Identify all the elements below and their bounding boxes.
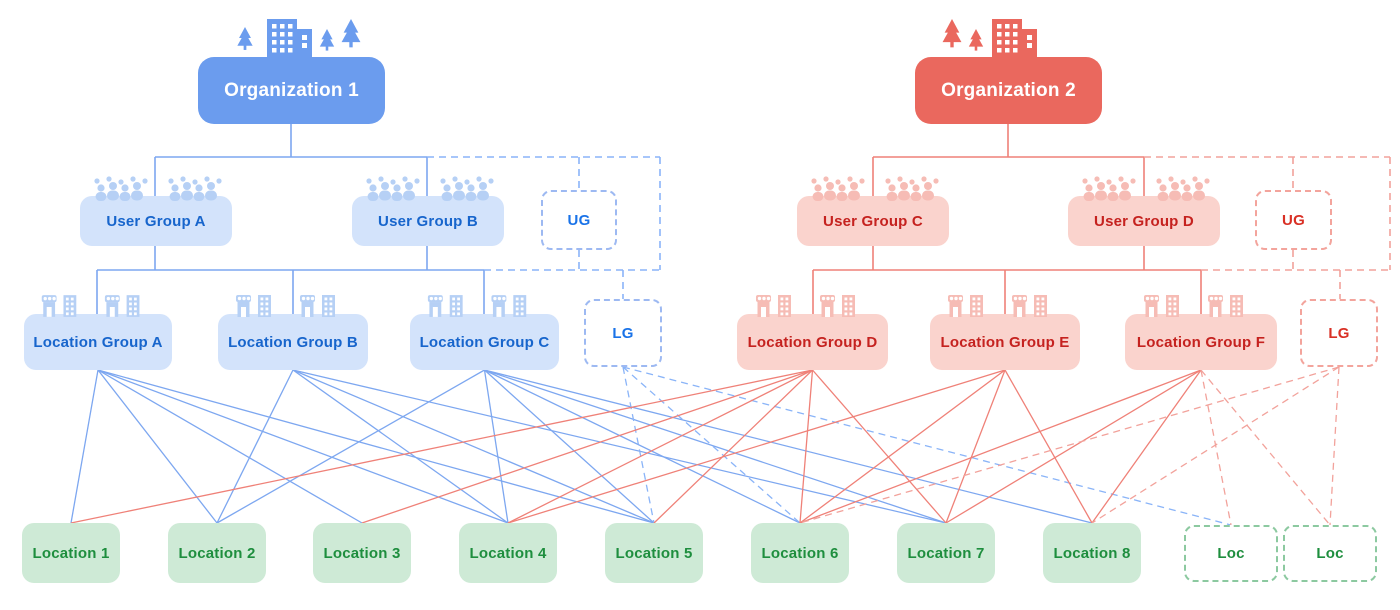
connector-line: [484, 369, 1093, 524]
node-location-group-c: Location Group C: [410, 295, 559, 370]
node-location-group-e: Location Group E: [930, 295, 1080, 370]
connector-line: [292, 369, 655, 524]
connector-line: [216, 369, 294, 524]
node-label: Location 8: [1053, 544, 1131, 562]
connector-line: [1091, 369, 1202, 524]
node-label: User Group C: [823, 212, 923, 230]
node-label: Location Group C: [419, 333, 550, 351]
node-loc: Loc: [1184, 525, 1278, 582]
connector-line: [799, 366, 1340, 524]
node-label: Location Group A: [33, 333, 163, 351]
node-user-group-a: User Group A: [80, 176, 232, 246]
node-label: Location 6: [761, 544, 839, 562]
node-location-4: Location 4: [459, 523, 557, 583]
connector-line: [361, 369, 813, 524]
node-location-group-a: Location Group A: [24, 295, 172, 370]
connector-line: [484, 369, 947, 524]
node-label: User Group A: [106, 212, 206, 230]
node-label: Organization 1: [224, 79, 359, 101]
node-label: LG: [612, 324, 634, 342]
node-label: Location 4: [469, 544, 547, 562]
connector-line: [1200, 369, 1232, 526]
connector-line: [1200, 369, 1331, 526]
node-ug: UG: [541, 190, 617, 250]
node-user-group-c: User Group C: [797, 176, 949, 246]
connector-line: [1091, 366, 1340, 524]
connector-line: [97, 369, 363, 524]
connector-line: [216, 369, 485, 524]
connector-line: [799, 369, 1006, 524]
connector-line: [484, 369, 801, 524]
connector-line: [484, 369, 655, 524]
node-location-group-d: Location Group D: [737, 295, 888, 370]
node-label: Loc: [1316, 545, 1344, 562]
node-loc: Loc: [1283, 525, 1377, 582]
node-label: Loc: [1217, 545, 1245, 562]
node-lg: LG: [584, 299, 662, 367]
node-label: Organization 2: [941, 79, 1076, 101]
node-location-6: Location 6: [751, 523, 849, 583]
connector-line: [70, 369, 813, 524]
connector-line: [799, 369, 814, 524]
node-label: Location 5: [615, 544, 693, 562]
node-label: Location Group B: [228, 333, 358, 351]
node-label: User Group B: [378, 212, 478, 230]
node-label: Location Group F: [1136, 333, 1266, 351]
connector-line: [799, 369, 1202, 524]
connector-line: [70, 369, 99, 524]
node-location-8: Location 8: [1043, 523, 1141, 583]
connector-line: [653, 369, 813, 524]
connector-line: [945, 369, 1202, 524]
node-label: Location 3: [323, 544, 401, 562]
connector-line: [622, 366, 655, 524]
node-label: User Group D: [1094, 212, 1194, 230]
connector-line: [507, 369, 813, 524]
node-location-7: Location 7: [897, 523, 995, 583]
node-lg: LG: [1300, 299, 1378, 367]
connector-line: [507, 369, 1006, 524]
node-organization-2: Organization 2: [915, 19, 1102, 124]
node-label: Location 2: [178, 544, 256, 562]
node-location-1: Location 1: [22, 523, 120, 583]
connector-line: [622, 366, 1232, 526]
node-location-3: Location 3: [313, 523, 411, 583]
node-user-group-b: User Group B: [352, 176, 504, 246]
node-label: Location 7: [907, 544, 985, 562]
node-label: Location 1: [32, 544, 110, 562]
node-label: LG: [1328, 324, 1350, 342]
node-location-2: Location 2: [168, 523, 266, 583]
node-organization-1: Organization 1: [198, 19, 385, 124]
connector-line: [622, 366, 801, 524]
node-ug: UG: [1255, 190, 1332, 250]
connector-line: [812, 369, 947, 524]
node-label: Location Group E: [940, 333, 1070, 351]
connector-line: [292, 369, 509, 524]
connector-line: [97, 369, 509, 524]
node-label: UG: [567, 211, 591, 229]
node-location-group-f: Location Group F: [1125, 295, 1277, 370]
node-location-5: Location 5: [605, 523, 703, 583]
connector-line: [1004, 369, 1093, 524]
node-location-group-b: Location Group B: [218, 295, 368, 370]
connector-line: [97, 369, 655, 524]
connector-line: [945, 369, 1006, 524]
node-user-group-d: User Group D: [1068, 176, 1220, 246]
connector-line: [1329, 366, 1340, 526]
node-label: Location Group D: [747, 333, 878, 351]
connector-line: [292, 369, 947, 524]
node-label: UG: [1282, 211, 1305, 229]
connector-line: [97, 369, 218, 524]
connector-line: [483, 369, 509, 524]
